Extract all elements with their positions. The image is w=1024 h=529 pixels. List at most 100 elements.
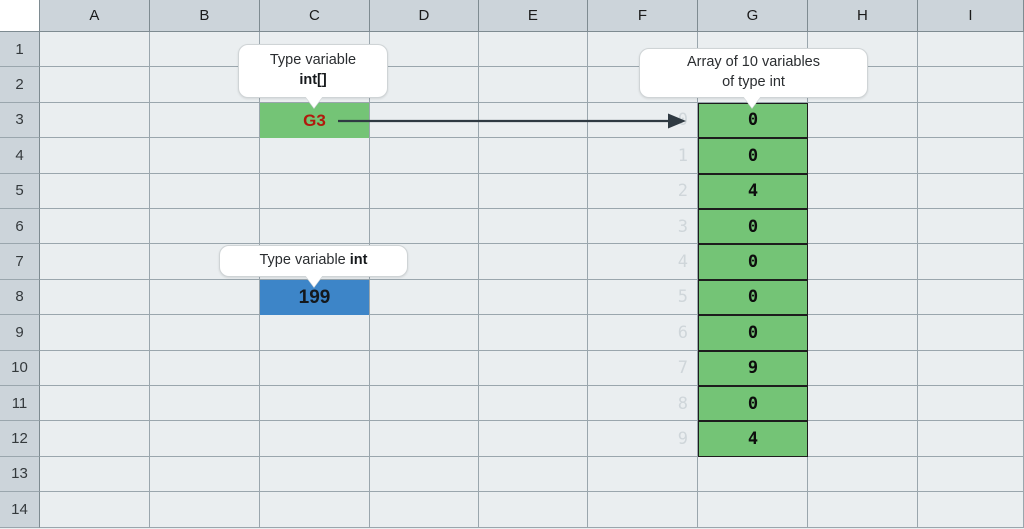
- cell-i8[interactable]: [918, 279, 1024, 316]
- array-cell[interactable]: 0: [698, 138, 808, 174]
- row-header-14[interactable]: 14: [0, 492, 40, 528]
- cell-a4[interactable]: [40, 138, 150, 174]
- cell-i11[interactable]: [918, 386, 1024, 422]
- cell-i2[interactable]: [918, 67, 1024, 103]
- row-header-6[interactable]: 6: [0, 209, 40, 245]
- row-header-13[interactable]: 13: [0, 456, 40, 493]
- cell-d11[interactable]: [370, 386, 479, 422]
- cell-b10[interactable]: [150, 350, 260, 386]
- array-cell[interactable]: 0: [698, 209, 808, 245]
- cell-d12[interactable]: [370, 421, 479, 457]
- cell-f14[interactable]: [588, 492, 698, 528]
- cell-e6[interactable]: [479, 209, 588, 245]
- cell-f4[interactable]: [588, 138, 698, 174]
- cell-h6[interactable]: [808, 209, 918, 245]
- cell-b14[interactable]: [150, 492, 260, 528]
- cell-c13[interactable]: [260, 456, 370, 493]
- array-cell[interactable]: 4: [698, 421, 808, 457]
- cell-d10[interactable]: [370, 350, 479, 386]
- row-header-2[interactable]: 2: [0, 67, 40, 103]
- cell-b11[interactable]: [150, 386, 260, 422]
- cell-i9[interactable]: [918, 315, 1024, 351]
- cell-i3[interactable]: [918, 102, 1024, 139]
- cell-e12[interactable]: [479, 421, 588, 457]
- select-all-corner[interactable]: [0, 0, 40, 32]
- cell-h5[interactable]: [808, 173, 918, 209]
- cell-a9[interactable]: [40, 315, 150, 351]
- cell-e10[interactable]: [479, 350, 588, 386]
- row-header-10[interactable]: 10: [0, 350, 40, 386]
- cell-b6[interactable]: [150, 209, 260, 245]
- cell-g14[interactable]: [698, 492, 808, 528]
- cell-i12[interactable]: [918, 421, 1024, 457]
- cell-f11[interactable]: [588, 386, 698, 422]
- cell-c4[interactable]: [260, 138, 370, 174]
- cell-i10[interactable]: [918, 350, 1024, 386]
- cell-d4[interactable]: [370, 138, 479, 174]
- cell-e2[interactable]: [479, 67, 588, 103]
- cell-i6[interactable]: [918, 209, 1024, 245]
- column-header-a[interactable]: A: [40, 0, 150, 32]
- row-header-9[interactable]: 9: [0, 315, 40, 351]
- cell-d9[interactable]: [370, 315, 479, 351]
- cell-a6[interactable]: [40, 209, 150, 245]
- column-header-b[interactable]: B: [150, 0, 260, 32]
- cell-d13[interactable]: [370, 456, 479, 493]
- cell-b8[interactable]: [150, 279, 260, 316]
- column-header-e[interactable]: E: [479, 0, 588, 32]
- cell-a13[interactable]: [40, 456, 150, 493]
- cell-h4[interactable]: [808, 138, 918, 174]
- column-header-d[interactable]: D: [370, 0, 479, 32]
- cell-d5[interactable]: [370, 173, 479, 209]
- column-header-f[interactable]: F: [588, 0, 698, 32]
- row-header-1[interactable]: 1: [0, 32, 40, 68]
- cell-d2[interactable]: [370, 67, 479, 103]
- cell-e14[interactable]: [479, 492, 588, 528]
- cell-f10[interactable]: [588, 350, 698, 386]
- cell-d6[interactable]: [370, 209, 479, 245]
- cell-e11[interactable]: [479, 386, 588, 422]
- cell-h10[interactable]: [808, 350, 918, 386]
- array-cell[interactable]: 4: [698, 173, 808, 209]
- cell-a10[interactable]: [40, 350, 150, 386]
- cell-b4[interactable]: [150, 138, 260, 174]
- cell-e8[interactable]: [479, 279, 588, 316]
- cell-b12[interactable]: [150, 421, 260, 457]
- cell-b9[interactable]: [150, 315, 260, 351]
- cell-a7[interactable]: [40, 244, 150, 280]
- cell-h12[interactable]: [808, 421, 918, 457]
- cell-f12[interactable]: [588, 421, 698, 457]
- cell-b3[interactable]: [150, 102, 260, 139]
- cell-c5[interactable]: [260, 173, 370, 209]
- cell-e1[interactable]: [479, 32, 588, 68]
- row-header-4[interactable]: 4: [0, 138, 40, 174]
- row-header-11[interactable]: 11: [0, 386, 40, 422]
- cell-f7[interactable]: [588, 244, 698, 280]
- cell-e9[interactable]: [479, 315, 588, 351]
- cell-c6[interactable]: [260, 209, 370, 245]
- cell-e5[interactable]: [479, 173, 588, 209]
- column-header-g[interactable]: G: [698, 0, 808, 32]
- cell-f6[interactable]: [588, 209, 698, 245]
- cell-f13[interactable]: [588, 456, 698, 493]
- cell-c12[interactable]: [260, 421, 370, 457]
- cell-f9[interactable]: [588, 315, 698, 351]
- cell-d14[interactable]: [370, 492, 479, 528]
- cell-a14[interactable]: [40, 492, 150, 528]
- cell-a5[interactable]: [40, 173, 150, 209]
- cell-c14[interactable]: [260, 492, 370, 528]
- cell-i1[interactable]: [918, 32, 1024, 68]
- row-header-8[interactable]: 8: [0, 279, 40, 316]
- row-header-7[interactable]: 7: [0, 244, 40, 280]
- cell-c11[interactable]: [260, 386, 370, 422]
- cell-i14[interactable]: [918, 492, 1024, 528]
- cell-e4[interactable]: [479, 138, 588, 174]
- cell-c9[interactable]: [260, 315, 370, 351]
- column-header-h[interactable]: H: [808, 0, 918, 32]
- array-cell[interactable]: 0: [698, 244, 808, 280]
- row-header-5[interactable]: 5: [0, 173, 40, 209]
- column-header-i[interactable]: I: [918, 0, 1024, 32]
- column-header-c[interactable]: C: [260, 0, 370, 32]
- cell-i4[interactable]: [918, 138, 1024, 174]
- cell-a11[interactable]: [40, 386, 150, 422]
